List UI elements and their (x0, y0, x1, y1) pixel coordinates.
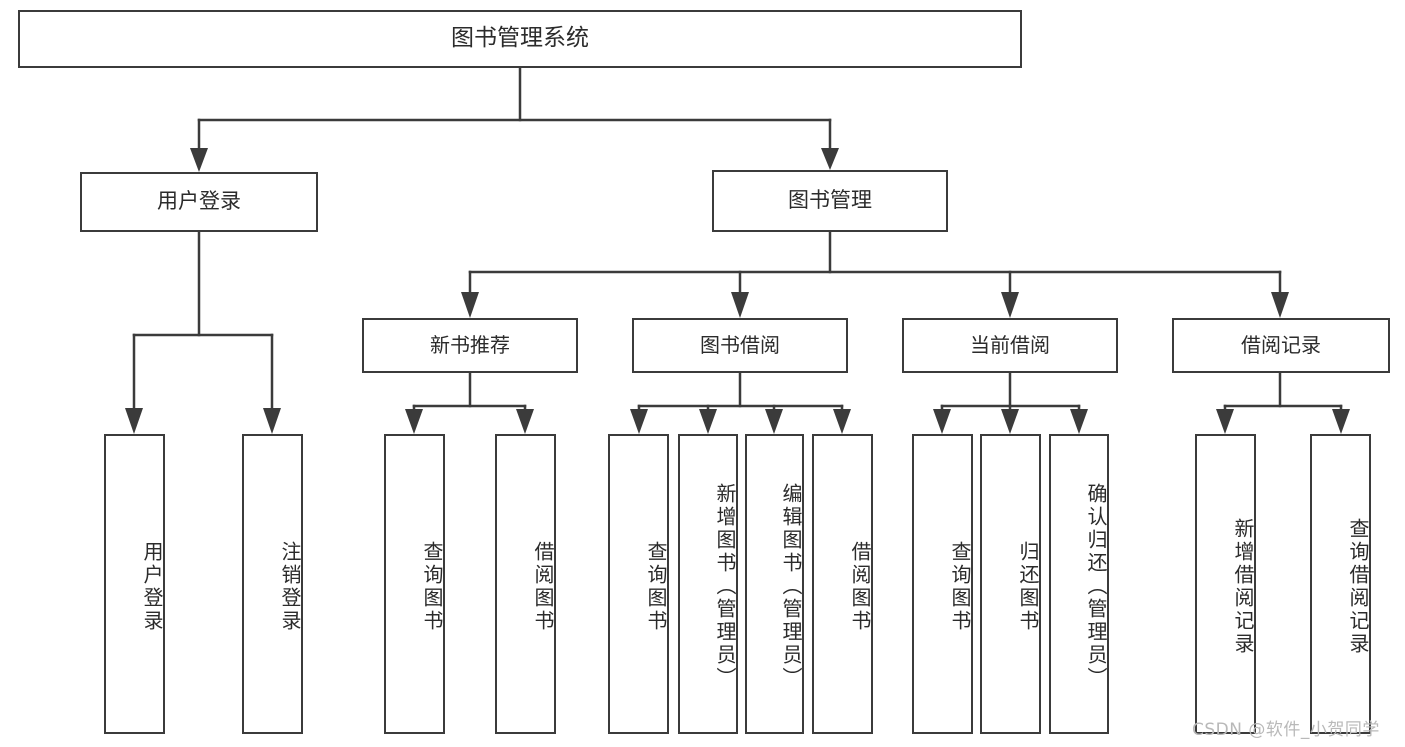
leaf-label: 编辑图书（管理员） (779, 482, 803, 690)
leaf-user-login-login[interactable]: 用户登录 (104, 434, 165, 734)
leaf-label: 新增图书（管理员） (713, 482, 737, 690)
node-user-login[interactable]: 用户登录 (80, 172, 318, 232)
leaf-records-add-record[interactable]: 新增借阅记录 (1195, 434, 1256, 734)
leaf-label: 借阅图书 (848, 541, 872, 633)
leaf-label: 查询借阅记录 (1346, 518, 1370, 656)
leaf-label: 注销登录 (278, 541, 302, 633)
leaf-label: 查询图书 (948, 541, 972, 633)
leaf-label: 查询图书 (644, 541, 668, 633)
node-new-book-recommendation-label: 新书推荐 (430, 333, 510, 358)
leaf-label: 确认归还（管理员） (1084, 482, 1108, 690)
leaf-borrow-query-book[interactable]: 查询图书 (608, 434, 669, 734)
leaf-label: 用户登录 (140, 541, 164, 633)
leaf-new-book-borrow-book[interactable]: 借阅图书 (495, 434, 556, 734)
node-borrowing-records-label: 借阅记录 (1241, 333, 1321, 358)
leaf-current-return-book[interactable]: 归还图书 (980, 434, 1041, 734)
leaf-borrow-add-book-admin[interactable]: 新增图书（管理员） (678, 434, 738, 734)
node-new-book-recommendation[interactable]: 新书推荐 (362, 318, 578, 373)
leaf-label: 归还图书 (1016, 541, 1040, 633)
leaf-user-login-logout[interactable]: 注销登录 (242, 434, 303, 734)
leaf-label: 查询图书 (420, 541, 444, 633)
node-book-borrowing[interactable]: 图书借阅 (632, 318, 848, 373)
node-root[interactable]: 图书管理系统 (18, 10, 1022, 68)
leaf-current-confirm-return-admin[interactable]: 确认归还（管理员） (1049, 434, 1109, 734)
leaf-new-book-query-book[interactable]: 查询图书 (384, 434, 445, 734)
node-book-management-label: 图书管理 (788, 188, 872, 213)
leaf-label: 新增借阅记录 (1231, 518, 1255, 656)
node-current-borrowing-label: 当前借阅 (970, 333, 1050, 358)
node-book-borrowing-label: 图书借阅 (700, 333, 780, 358)
watermark: CSDN @软件_小贺同学 (1192, 720, 1380, 740)
node-root-label: 图书管理系统 (451, 25, 589, 52)
leaf-records-query-record[interactable]: 查询借阅记录 (1310, 434, 1371, 734)
node-book-management[interactable]: 图书管理 (712, 170, 948, 232)
leaf-label: 借阅图书 (531, 541, 555, 633)
node-user-login-label: 用户登录 (157, 189, 241, 214)
node-borrowing-records[interactable]: 借阅记录 (1172, 318, 1390, 373)
leaf-borrow-borrow-book[interactable]: 借阅图书 (812, 434, 873, 734)
node-current-borrowing[interactable]: 当前借阅 (902, 318, 1118, 373)
leaf-borrow-edit-book-admin[interactable]: 编辑图书（管理员） (745, 434, 804, 734)
leaf-current-query-book[interactable]: 查询图书 (912, 434, 973, 734)
